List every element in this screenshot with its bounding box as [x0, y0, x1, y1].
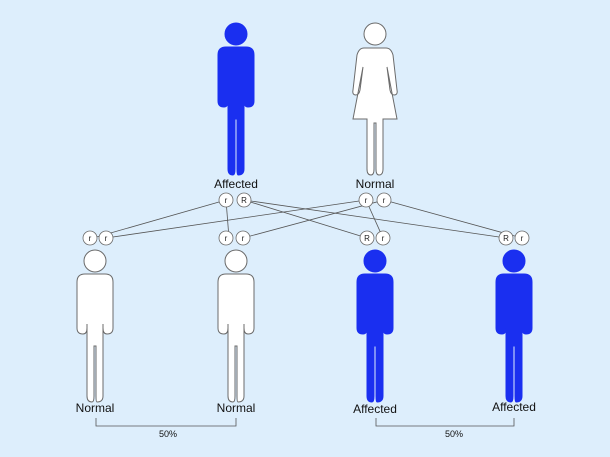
inheritance-line — [243, 199, 368, 239]
child-figure-affected-2 — [495, 249, 533, 403]
group-percent-label: 50% — [444, 429, 464, 439]
allele-letter: R — [503, 234, 509, 243]
inheritance-line — [243, 199, 507, 239]
allele-letter: r — [383, 196, 386, 205]
child-label: Normal — [216, 401, 256, 415]
allele-letter: r — [105, 234, 108, 243]
child-label: Affected — [492, 400, 536, 414]
inheritance-line — [242, 199, 385, 239]
inheritance-lines — [92, 199, 523, 239]
allele-letter: r — [225, 196, 228, 205]
allele-letter: r — [225, 234, 228, 243]
normal-mother-figure — [352, 22, 398, 176]
inheritance-line — [383, 199, 523, 239]
allele-circle: r — [235, 230, 251, 246]
parent-label-affected: Affected — [214, 177, 258, 191]
allele-letter: r — [365, 196, 368, 205]
allele-letter: r — [242, 234, 245, 243]
group-bracket-normal — [95, 418, 237, 427]
inheritance-line — [92, 199, 227, 239]
child-label: Affected — [353, 402, 397, 416]
group-percent-label: 50% — [158, 429, 178, 439]
allele-circle: r — [98, 230, 114, 246]
allele-circle: r — [82, 230, 98, 246]
child-figure-normal-2 — [217, 249, 255, 403]
inheritance-line — [105, 199, 367, 239]
allele-circle: r — [218, 230, 234, 246]
allele-circle: r — [375, 230, 391, 246]
group-bracket-affected — [375, 418, 515, 427]
allele-circle: r — [376, 192, 392, 208]
allele-circle: r — [358, 192, 374, 208]
allele-letter: r — [382, 234, 385, 243]
child-label: Normal — [75, 401, 115, 415]
allele-circle: R — [498, 230, 514, 246]
affected-father-figure — [217, 22, 255, 176]
allele-circle: r — [514, 230, 530, 246]
child-figure-normal-1 — [76, 249, 114, 403]
allele-letter: r — [521, 234, 524, 243]
allele-circle: r — [218, 192, 234, 208]
allele-letter: R — [241, 196, 247, 205]
child-figure-affected-1 — [356, 249, 394, 403]
allele-letter: R — [364, 234, 370, 243]
allele-circle: R — [359, 230, 375, 246]
allele-circle: R — [236, 192, 252, 208]
parent-label-normal: Normal — [355, 177, 395, 191]
allele-letter: r — [89, 234, 92, 243]
